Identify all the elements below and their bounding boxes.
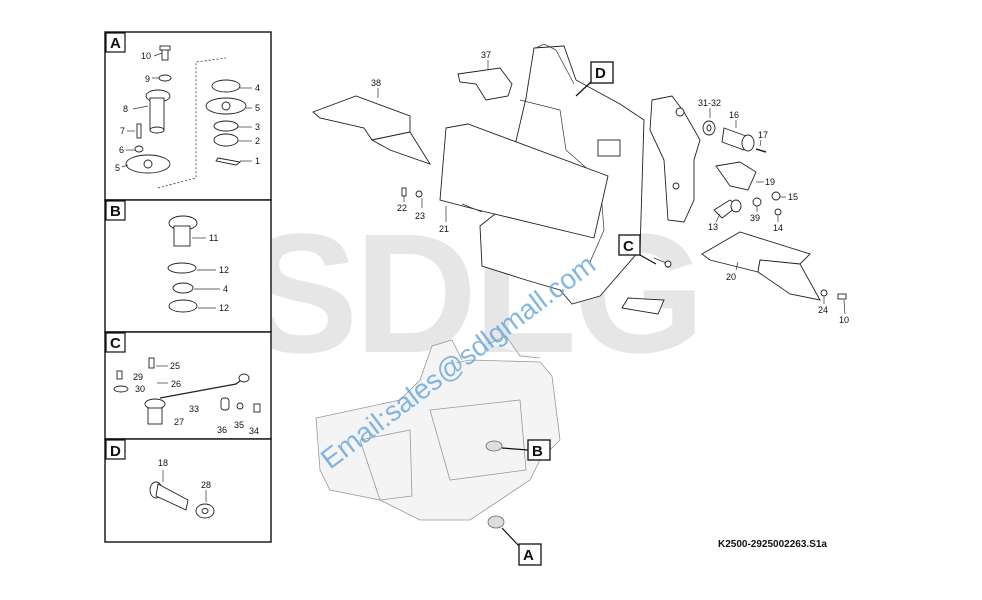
label-6: 6 [119,145,124,155]
label-20: 20 [726,272,736,282]
panel-a: A 10 9 [104,31,272,201]
label-29: 29 [133,372,143,382]
label-4: 4 [255,83,260,93]
panel-a-letter: A [110,35,121,52]
label-36: 36 [217,425,227,435]
label-8: 8 [123,104,128,114]
callout-a-letter: A [523,547,534,564]
label-7: 7 [120,126,125,136]
panel-c: C 25 29 26 30 33 27 36 35 34 [104,331,272,440]
label-1: 1 [255,156,260,166]
main-frame-drawing [312,43,847,315]
callout-c-letter: C [623,238,634,255]
label-33: 33 [189,404,199,414]
panel-b: B 11 12 4 12 [104,199,272,333]
label-3: 3 [255,122,260,132]
label-10: 10 [141,51,151,61]
label-18: 18 [158,458,168,468]
label-31-32: 31-32 [698,98,721,108]
label-24: 24 [818,305,828,315]
label-16: 16 [729,110,739,120]
reference-assembly [315,335,561,529]
label-37: 37 [481,50,491,60]
label-15: 15 [788,192,798,202]
label-38: 38 [371,78,381,88]
callout-b: B [501,439,551,461]
main-labels: 37 38 31-32 16 17 19 15 39 14 13 22 23 2… [371,50,849,325]
label-14: 14 [773,223,783,233]
label-17: 17 [758,130,768,140]
label-39: 39 [750,213,760,223]
callout-c: C [618,234,657,265]
label-13: 13 [708,222,718,232]
panel-b-letter: B [110,203,121,220]
label-5: 5 [115,163,120,173]
label-34: 34 [249,426,259,436]
label-2: 2 [255,136,260,146]
label-27: 27 [174,417,184,427]
label-25: 25 [170,361,180,371]
label-11: 11 [209,233,218,243]
callout-d-letter: D [595,65,606,82]
drawing-code: K2500-2925002263.S1a [718,539,827,550]
label-12: 12 [219,265,229,275]
label-9: 9 [145,74,150,84]
label-5b: 5 [255,103,260,113]
label-30: 30 [135,384,145,394]
callout-a: A [501,527,542,566]
label-22: 22 [397,203,407,213]
label-10-main: 10 [839,315,849,325]
label-21: 21 [439,224,449,234]
panel-d-letter: D [110,443,121,460]
callout-b-letter: B [532,443,543,460]
label-19: 19 [765,177,775,187]
label-28: 28 [201,480,211,490]
label-12b: 12 [219,303,229,313]
callout-d: D [575,61,614,97]
label-4b: 4 [223,284,228,294]
panel-c-letter: C [110,335,121,352]
label-35: 35 [234,420,244,430]
label-26: 26 [171,379,181,389]
label-23: 23 [415,211,425,221]
panel-d: D 18 28 [104,438,272,543]
